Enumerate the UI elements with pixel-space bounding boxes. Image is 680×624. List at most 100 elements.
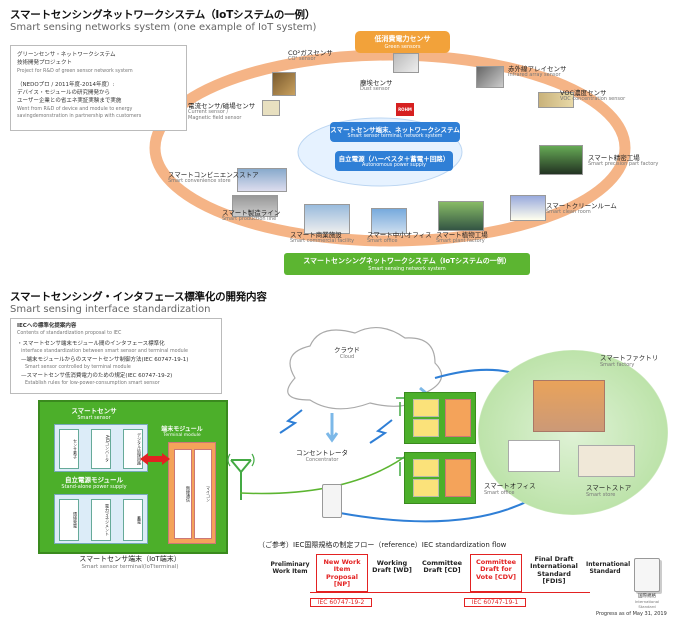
power-mgmt-block: 電力マネジメント bbox=[91, 499, 111, 541]
section1-subtitle: Smart sensing networks system (one examp… bbox=[10, 22, 317, 33]
power-pill: 自立電源（ハーベスタ＋蓄電＋回路） Autonomous power suppl… bbox=[335, 151, 453, 171]
section2-title: スマートセンシング・インタフェース標準化の開発内容 bbox=[10, 291, 267, 303]
mcu-block: マイコン bbox=[194, 449, 212, 539]
flow-chart: Preliminary Work Item New Work Item Prop… bbox=[270, 552, 631, 608]
terminal-diagram: スマートセンサ Smart sensor センサ素子 A/Dコンバータ デジタル… bbox=[38, 400, 228, 554]
project-box: グリーンセンサ・ネットワークシステム 技術開発プロジェクト Project fo… bbox=[10, 45, 187, 131]
convenience-store-image bbox=[237, 168, 287, 192]
rohm-logo: ROHM bbox=[396, 103, 414, 116]
smart-sensor-box: センサ素子 A/Dコンバータ デジタル処理回路 bbox=[54, 424, 148, 472]
commercial-facility-image bbox=[304, 204, 350, 234]
terminal-module-heading: 端末モジュール Terminal module bbox=[161, 426, 203, 438]
antenna-icon bbox=[227, 453, 255, 500]
clean-room-image bbox=[510, 195, 546, 221]
project-en2: Went from R&D of device and module to en… bbox=[17, 107, 133, 112]
terminal-card-1 bbox=[404, 392, 476, 444]
network-banner: スマートセンシングネットワークシステム（IoTシステムの一例） Smart se… bbox=[284, 253, 530, 275]
flow-is: International Standard bbox=[586, 561, 631, 575]
storage-block: 蓄電 bbox=[123, 499, 143, 541]
tag-np: IEC 60747-19-2 bbox=[310, 598, 372, 607]
flow-cdv: Committee Draft for Vote [CDV] bbox=[470, 554, 522, 592]
flow-wd: Working Draft [WD] bbox=[372, 559, 412, 575]
harvester-block: 環境発電 bbox=[59, 499, 79, 541]
iec-proposal-box: IECへの標準化提案内容 Contents of standardization… bbox=[10, 318, 222, 394]
power-module-heading: 自立電源モジュール Stand-alone power supply bbox=[61, 476, 127, 490]
section1-title: スマートセンシングネットワークシステム（IoTシステムの一例） bbox=[10, 9, 316, 21]
office-desks bbox=[508, 440, 560, 472]
tag-cdv: IEC 60747-19-1 bbox=[464, 598, 526, 607]
project-jp2: 技術開発プロジェクト bbox=[17, 60, 73, 66]
factory-disc bbox=[478, 350, 668, 515]
digital-block: デジタル処理回路 bbox=[123, 429, 143, 469]
iec-item3-jp: —スマートセンサ低消費電力のための規定(IEC 60747-19-2) bbox=[21, 373, 173, 379]
flow-cd: Committee Draft [CD] bbox=[421, 559, 463, 575]
power-jp: 自立電源（ハーベスタ＋蓄電＋回路） bbox=[338, 155, 450, 163]
smart-sensor-heading: スマートセンサ Smart sensor bbox=[71, 407, 117, 421]
co2-sensor-image bbox=[272, 72, 296, 96]
power-en: Autonomous power supply bbox=[362, 163, 426, 168]
project-jp4: デバイス・モジュールの研究開発から bbox=[17, 90, 110, 96]
progress-note: Progress as of May 31, 2019 bbox=[596, 611, 667, 617]
sensor-element: センサ素子 bbox=[59, 429, 79, 469]
office-image bbox=[371, 208, 407, 234]
terminal-jp: スマートセンサ端末、ネットワークシステム bbox=[330, 126, 460, 134]
dust-sensor-image bbox=[393, 53, 419, 73]
terminal-pill: スマートセンサ端末、ネットワークシステム Smart sensor termin… bbox=[330, 122, 460, 142]
green-sensors-en: Green sensors bbox=[384, 44, 421, 50]
section2-subtitle: Smart sensing interface standardization bbox=[10, 304, 211, 315]
iec-item1-en: interface standardization between smart … bbox=[21, 349, 188, 354]
terminal-caption: スマートセンサ端末（IoT端末） Smart sensor terminal(I… bbox=[79, 555, 181, 570]
project-jp3: （NEDOプロ / 2011年度-2014年度）: bbox=[17, 82, 115, 88]
flow-prelim: Preliminary Work Item bbox=[270, 561, 310, 575]
iec-title-jp: IECへの標準化提案内容 bbox=[17, 323, 77, 329]
current-sensor-image bbox=[262, 100, 280, 116]
terminal-card-2 bbox=[404, 452, 476, 504]
power-module-box: 環境発電 電力マネジメント 蓄電 bbox=[54, 494, 148, 544]
network-banner-jp: スマートセンシングネットワークシステム（IoTシステムの一例） bbox=[303, 257, 511, 265]
flow-line bbox=[310, 592, 590, 593]
production-line-image bbox=[232, 195, 278, 217]
wireless-block: 無線通信 bbox=[174, 449, 192, 539]
flow-np: New Work Item Proposal [NP] bbox=[316, 554, 368, 592]
infrared-sensor-image bbox=[476, 66, 504, 88]
project-jp5: ユーザー企業との省エネ実証実験まで実施 bbox=[17, 98, 122, 104]
iec-title-en: Contents of standardization proposal to … bbox=[17, 331, 122, 336]
concentrator-device bbox=[322, 484, 342, 518]
cloud-shape bbox=[287, 327, 443, 410]
project-en3: savingdemonstration in partnership with … bbox=[17, 114, 142, 119]
voc-sensor-image bbox=[538, 92, 574, 108]
terminal-en: Smart sensor terminal, network system bbox=[347, 134, 443, 139]
flow-title: （ご参考）IEC国際規格の制定フロー（reference）IEC standar… bbox=[258, 541, 507, 549]
iec-item2-jp: —端末モジュールからのスマートセンサ制御方法(IEC 60747-19-1) bbox=[21, 357, 189, 363]
adc-block: A/Dコンバータ bbox=[91, 429, 111, 469]
flow-fdis: Final Draft International Standard [FDIS… bbox=[530, 555, 578, 586]
antenna-small-icon-1 bbox=[396, 397, 404, 416]
project-en1: Project for R&D of green sensor network … bbox=[17, 69, 133, 74]
plant-factory-image bbox=[438, 201, 484, 231]
network-banner-en: Smart sensing network system bbox=[368, 266, 446, 272]
project-jp1: グリーンセンサ・ネットワークシステム bbox=[17, 52, 116, 58]
iec-item2-en: Smart sensor controlled by terminal modu… bbox=[25, 365, 131, 370]
precision-factory-image bbox=[539, 145, 583, 175]
green-sensors-pill: 低消費電力センサ Green sensors bbox=[355, 31, 450, 53]
factory-machinery bbox=[533, 380, 605, 432]
standard-book-icon bbox=[634, 558, 660, 592]
iec-item1-jp: ・スマートセンサ端末モジュール間のインタフェース標準化 bbox=[17, 341, 165, 347]
antenna-small-icon-2 bbox=[396, 457, 404, 476]
terminal-module-box: 無線通信 マイコン bbox=[168, 442, 216, 544]
